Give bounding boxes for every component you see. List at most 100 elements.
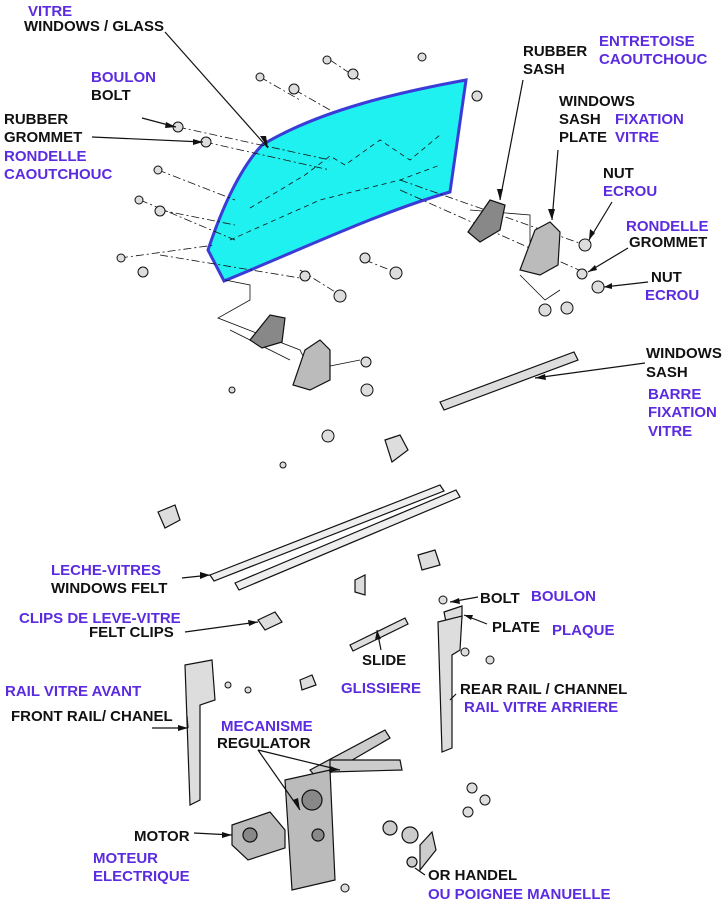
- nut: [333, 289, 347, 303]
- label-windows-sash-plate-1: WINDOWS: [559, 93, 635, 110]
- label-felt-clips: FELT CLIPS: [89, 624, 174, 641]
- windows-felt-lower: [234, 489, 461, 591]
- label-glissiere: GLISSIERE: [341, 680, 421, 697]
- label-barre-1: BARRE: [648, 386, 701, 403]
- bolt: [417, 52, 427, 62]
- label-rail-vitre-arriere: RAIL VITRE ARRIERE: [464, 699, 618, 716]
- clip: [299, 674, 317, 691]
- label-vitre: VITRE: [28, 3, 72, 20]
- label-rubber-sash-1: RUBBER: [523, 43, 587, 60]
- bolt: [438, 595, 448, 605]
- regulator-mechanism: [284, 729, 403, 891]
- label-bolt-1: BOLT: [91, 87, 131, 104]
- label-moteur-2: ELECTRIQUE: [93, 868, 190, 885]
- label-windows-sash-plate-3: PLATE: [559, 129, 607, 146]
- label-front-rail: FRONT RAIL/ CHANEL: [11, 708, 173, 725]
- bolt: [340, 883, 350, 893]
- grommet: [479, 794, 491, 806]
- bolt: [153, 165, 163, 175]
- windows-sash-bar: [439, 351, 579, 411]
- label-entretoise: ENTRETOISE: [599, 33, 695, 50]
- front-rail: [184, 659, 216, 806]
- grommet: [299, 270, 311, 282]
- nut: [360, 383, 374, 397]
- grommet: [576, 268, 588, 280]
- rubber-sash-upper: [467, 199, 506, 243]
- label-boulon-1: BOULON: [91, 69, 156, 86]
- windows-felt-upper: [209, 484, 445, 582]
- label-ecrou-1: ECROU: [603, 183, 657, 200]
- label-nut-1: NUT: [603, 165, 634, 182]
- grommet: [154, 205, 166, 217]
- label-slide: SLIDE: [362, 652, 406, 669]
- label-rail-vitre-avant: RAIL VITRE AVANT: [5, 683, 141, 700]
- grommet: [538, 303, 552, 317]
- label-rondelle-2: RONDELLE: [626, 218, 709, 235]
- bolt: [460, 647, 470, 657]
- bolt: [224, 681, 232, 689]
- label-boulon-2: BOULON: [531, 588, 596, 605]
- grommet: [360, 356, 372, 368]
- label-mecanisme: MECANISME: [221, 718, 313, 735]
- manual-handle: [382, 820, 437, 872]
- label-fixation-1: FIXATION: [615, 111, 684, 128]
- label-bolt-2: BOLT: [480, 590, 520, 607]
- bolt: [228, 386, 236, 394]
- sash-plate-upper: [519, 221, 561, 276]
- assembly-lines: [119, 59, 591, 296]
- label-windows-sash-plate-2: SASH: [559, 111, 601, 128]
- label-plaque: PLAQUE: [552, 622, 615, 639]
- label-windows-sash-1: WINDOWS: [646, 345, 722, 362]
- label-caoutchouc-1: CAOUTCHOUC: [599, 51, 707, 68]
- label-windows-sash-2: SASH: [646, 364, 688, 381]
- label-clips-leve-vitre: CLIPS DE LEVE-VITRE: [19, 610, 181, 627]
- label-rubber-grommet-2: GROMMET: [4, 129, 82, 146]
- bolt: [116, 253, 126, 263]
- bolt: [255, 72, 265, 82]
- grommet: [288, 83, 300, 95]
- clip: [354, 574, 366, 596]
- label-moteur-1: MOTEUR: [93, 850, 158, 867]
- bolt: [134, 195, 144, 205]
- labels: VITRE WINDOWS / GLASS RUBBER SASH ENTRET…: [4, 3, 722, 903]
- window-glass: [206, 78, 468, 283]
- bolt: [485, 655, 495, 665]
- glass-hidden-lines: [229, 134, 441, 241]
- brackets: [157, 199, 561, 691]
- clip: [157, 504, 181, 529]
- label-nut-2: NUT: [651, 269, 682, 286]
- label-regulator: REGULATOR: [217, 735, 311, 752]
- electric-motor: [231, 811, 286, 861]
- bolt: [322, 55, 332, 65]
- label-rear-rail: REAR RAIL / CHANNEL: [460, 681, 627, 698]
- label-rondelle-caoutchouc-2: CAOUTCHOUC: [4, 166, 112, 183]
- grommet: [466, 782, 478, 794]
- clip: [417, 549, 441, 571]
- rubber-sash-lower: [249, 314, 286, 349]
- label-grommet-2: GROMMET: [629, 234, 707, 251]
- grommet: [471, 90, 483, 102]
- clip: [384, 434, 409, 463]
- grommet: [321, 429, 335, 443]
- arrowheads: [165, 122, 612, 838]
- grommet: [462, 806, 474, 818]
- label-ecrou-2: ECROU: [645, 287, 699, 304]
- label-windows-glass: WINDOWS / GLASS: [24, 18, 164, 35]
- nut: [578, 238, 592, 252]
- nut: [389, 266, 403, 280]
- bolt: [279, 461, 287, 469]
- label-rubber-grommet-1: RUBBER: [4, 111, 68, 128]
- sash-plate-lower: [292, 339, 331, 391]
- label-vitre-2: VITRE: [615, 129, 659, 146]
- grommet: [560, 301, 574, 315]
- label-rubber-sash-2: SASH: [523, 61, 565, 78]
- grommet: [137, 266, 149, 278]
- label-poignee: OU POIGNEE MANUELLE: [428, 886, 611, 903]
- label-barre-2: FIXATION: [648, 404, 717, 421]
- nut: [591, 280, 605, 294]
- label-motor: MOTOR: [134, 828, 190, 845]
- label-rondelle-caoutchouc-1: RONDELLE: [4, 148, 87, 165]
- label-windows-felt: WINDOWS FELT: [51, 580, 167, 597]
- rear-rail: [437, 615, 463, 753]
